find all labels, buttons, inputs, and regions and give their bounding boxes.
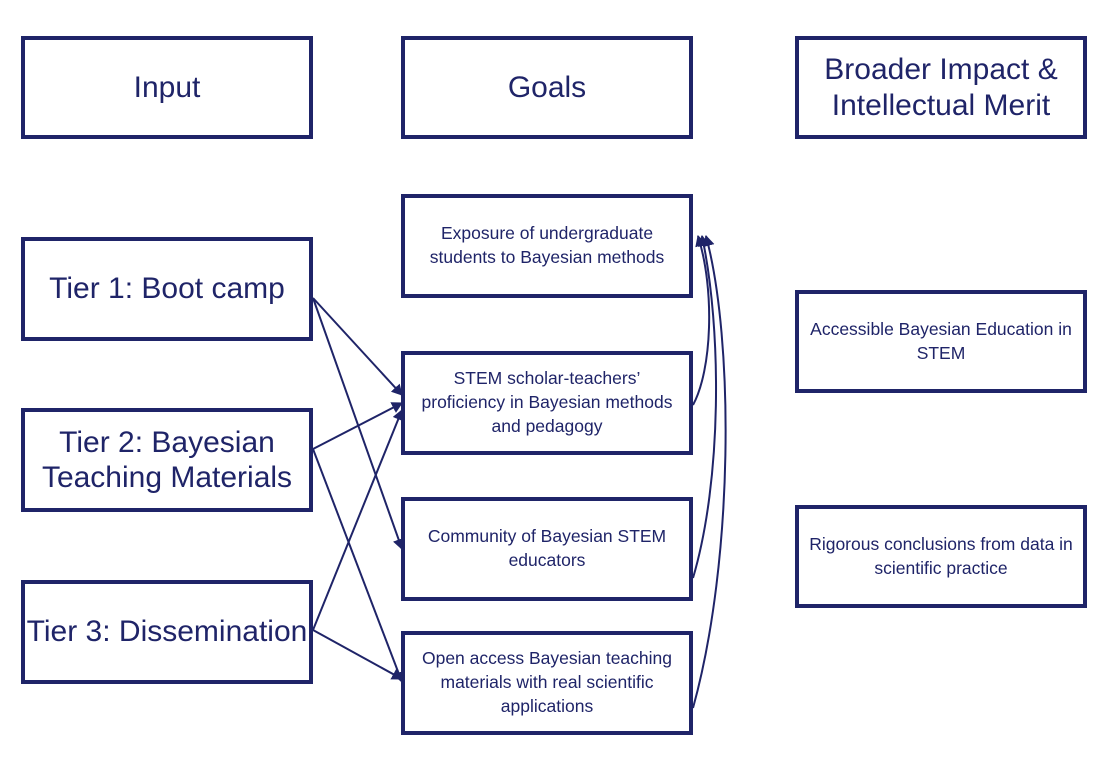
input-tier-1: Tier 1: Boot camp [21,237,313,341]
arrow-tier-2-to-proficiency [312,402,403,450]
input-tier-2: Tier 2: Bayesian Teaching Materials [21,408,313,512]
arrow-community-to-exposure [692,235,718,579]
header-input-label: Input [133,70,201,104]
goal-exposure: Exposure of undergraduate students to Ba… [401,194,693,298]
input-tier-1-label: Tier 1: Boot camp [49,272,285,306]
arrow-tier-1-to-community [312,297,405,550]
input-tier-3-label: Tier 3: Dissemination [26,615,308,649]
arrow-proficiency-to-exposure [692,235,711,406]
arrow-tier-3-to-proficiency [312,409,404,631]
input-tier-3: Tier 3: Dissemination [21,580,313,684]
goal-proficiency: STEM scholar-teachers’ proficiency in Ba… [401,351,693,455]
arrow-open-access-to-exposure [692,235,727,709]
goal-exposure-label: Exposure of undergraduate students to Ba… [429,223,665,267]
header-impact-label: Broader Impact & Intellectual Merit [824,53,1058,122]
goal-proficiency-label: STEM scholar-teachers’ proficiency in Ba… [421,368,673,436]
header-goals-label: Goals [507,70,587,104]
header-impact: Broader Impact & Intellectual Merit [795,36,1087,139]
impact-rigorous-conclusions: Rigorous conclusions from data in scient… [795,505,1087,608]
header-input: Input [21,36,313,139]
goal-community: Community of Bayesian STEM educators [401,497,693,601]
goal-open-access: Open access Bayesian teaching materials … [401,631,693,735]
goal-open-access-label: Open access Bayesian teaching materials … [421,648,673,716]
input-tier-2-label: Tier 2: Bayesian Teaching Materials [41,425,293,494]
impact-accessible-education: Accessible Bayesian Education in STEM [795,290,1087,393]
impact-rigorous-conclusions-label: Rigorous conclusions from data in scient… [809,533,1073,578]
arrow-tier-3-to-open-access [312,629,403,680]
impact-accessible-education-label: Accessible Bayesian Education in STEM [810,318,1072,363]
goal-community-label: Community of Bayesian STEM educators [427,526,667,570]
arrow-tier-2-to-open-access [312,448,405,683]
arrow-tier-1-to-proficiency [312,297,403,396]
header-goals: Goals [401,36,693,139]
